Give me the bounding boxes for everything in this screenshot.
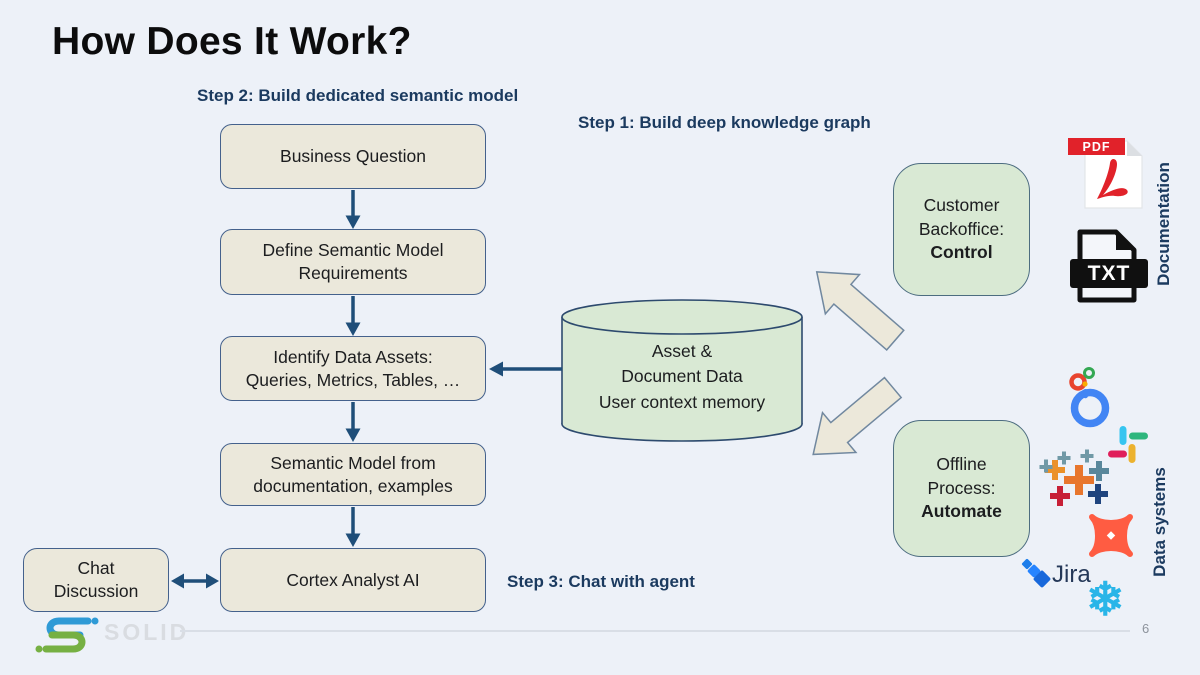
acrobat-swirl-icon: [1097, 158, 1128, 199]
arrow-business-to-define: [345, 190, 361, 229]
arrow-identify-to-semantic: [345, 402, 361, 442]
offline-process-box: Offline Process: Automate: [893, 420, 1030, 557]
jira-icon: [1021, 558, 1051, 588]
offline-box-text: Offline Process:: [927, 454, 996, 498]
flow-box-define-requirements: Define Semantic Model Requirements: [220, 229, 486, 295]
jira-label: Jira: [1052, 561, 1091, 588]
documentation-label: Documentation: [1154, 162, 1173, 286]
dbt-icon: [1089, 514, 1133, 557]
arrow-define-to-identify: [345, 296, 361, 336]
customer-box-emphasis: Control: [930, 242, 993, 263]
customer-box-text: Customer Backoffice:: [918, 195, 1005, 239]
solid-logo-text: SOLID: [104, 619, 190, 645]
tableau-icon: [1039, 449, 1109, 506]
flow-box-business-question: Business Question: [220, 124, 486, 189]
flow-arrows: [171, 190, 562, 589]
pdf-file-icon: [1084, 140, 1143, 209]
flow-box-identify-data-assets: Identify Data Assets: Queries, Metrics, …: [220, 336, 486, 401]
customer-feed-arrow: [815, 271, 905, 351]
flow-box-semantic-model: Semantic Model from documentation, examp…: [220, 443, 486, 506]
arrow-chat-cortex-bidirectional: [171, 573, 219, 589]
offline-box-emphasis: Automate: [921, 501, 1002, 522]
page-number: 6: [1142, 621, 1150, 636]
footer-divider: [180, 630, 1130, 632]
offline-feed-arrow: [812, 376, 903, 456]
chat-discussion-box: Chat Discussion: [23, 548, 169, 612]
data-systems-label: Data systems: [1150, 467, 1169, 577]
looker-icon: [1069, 367, 1110, 428]
arrow-semantic-to-cortex: [345, 507, 361, 547]
step1-label: Step 1: Build deep knowledge graph: [578, 113, 871, 132]
arrow-cylinder-to-identify: [489, 361, 562, 377]
database-cylinder-shape: [561, 299, 803, 442]
snowflake-icon: ❄: [1086, 573, 1125, 625]
pdf-badge: PDF: [1068, 138, 1125, 155]
customer-backoffice-box: Customer Backoffice: Control: [893, 163, 1030, 296]
step3-label: Step 3: Chat with agent: [507, 572, 695, 591]
flow-box-cortex-analyst: Cortex Analyst AI: [220, 548, 486, 612]
solid-logo-icon: [35, 617, 99, 653]
feed-arrows: [812, 271, 905, 456]
page-title: How Does It Work?: [52, 20, 412, 63]
step2-label: Step 2: Build dedicated semantic model: [197, 86, 519, 105]
cylinder-label: Asset & Document Data User context memor…: [598, 341, 766, 412]
slack-icon: [1108, 426, 1148, 463]
txt-badge: TXT: [1070, 259, 1148, 288]
